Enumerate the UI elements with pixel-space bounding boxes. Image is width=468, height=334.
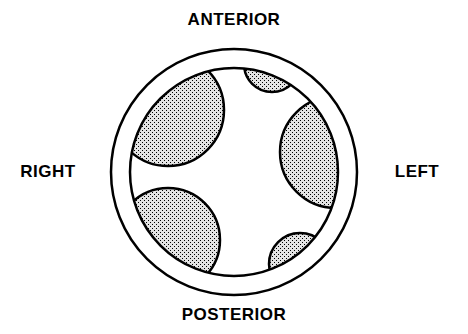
lobe (269, 233, 331, 295)
direction-label: ANTERIOR (188, 10, 281, 30)
lobe (116, 188, 220, 292)
direction-label: POSTERIOR (182, 305, 287, 325)
direction-label: LEFT (395, 162, 440, 182)
direction-label: RIGHT (20, 162, 75, 182)
lobe-group (112, 36, 392, 295)
inner-ring (130, 68, 338, 276)
lobe (244, 36, 300, 92)
